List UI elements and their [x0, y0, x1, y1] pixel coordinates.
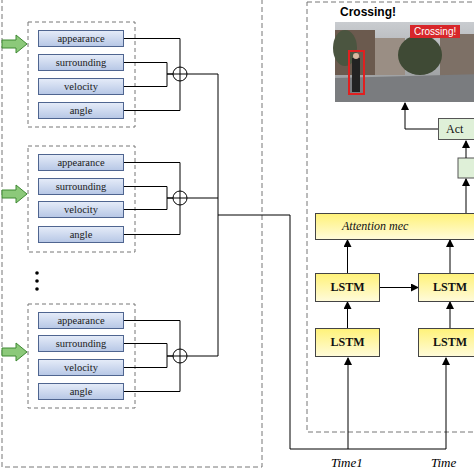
sum-circle [173, 67, 187, 81]
sum-circle [173, 349, 187, 363]
ellipsis-dot [35, 279, 39, 283]
node-text: angle [70, 229, 93, 240]
fusion-out [187, 74, 218, 75]
node-text: angle [70, 386, 93, 397]
lstm-box: LSTM [315, 328, 380, 357]
sum-cross [180, 67, 181, 81]
fusion-wire [124, 74, 173, 87]
dashed-panel [2, 0, 262, 467]
flow-arrow [380, 287, 418, 288]
input-arrow-line [348, 358, 349, 449]
input-arrow [2, 185, 27, 203]
fusion-wires [124, 39, 218, 392]
flow-arrow [450, 302, 451, 328]
input-arrow [2, 35, 27, 53]
flow-arrow [347, 240, 348, 273]
sum-cross [180, 349, 181, 363]
node-text: surrounding [56, 181, 107, 192]
node-text: appearance [57, 315, 104, 326]
feature-box: surrounding [38, 335, 124, 352]
input-arrow-line [446, 358, 447, 449]
node-text: appearance [57, 33, 104, 44]
node-text: angle [70, 105, 93, 116]
attention-band: Attention mec [315, 213, 474, 240]
feature-box: angle [38, 102, 124, 119]
lstm-box: LSTM [315, 273, 380, 302]
flow-arrow [347, 302, 348, 328]
fusion-wire [124, 205, 180, 235]
scene-image [333, 22, 474, 102]
node-text: Attention mec [342, 219, 408, 234]
node-text: LSTM [433, 335, 467, 350]
time-label: Time1 [331, 455, 363, 471]
dashed-panel [307, 2, 474, 432]
node-text: LSTM [330, 335, 364, 350]
node-text: surrounding [56, 57, 107, 68]
fusion-wire [124, 321, 180, 350]
detection-badge: Crossing! [410, 25, 460, 38]
node-text: surrounding [56, 338, 107, 349]
fusion-wire [124, 344, 173, 357]
ellipsis-dot [35, 271, 39, 275]
feature-box: velocity [38, 201, 124, 218]
fusion-out [187, 356, 218, 357]
node-text: LSTM [330, 280, 364, 295]
wire [466, 141, 467, 158]
feature-box: appearance [38, 312, 124, 329]
feature-box: velocity [38, 359, 124, 376]
action-box: Act [438, 118, 474, 140]
dashed-group [28, 22, 135, 127]
lstm-box: LSTM [418, 328, 474, 357]
node-text: Act [446, 122, 463, 137]
time-label: Time [431, 455, 456, 471]
lstm-box: LSTM [418, 273, 474, 302]
fusion-wire [124, 356, 173, 368]
feature-box: appearance [38, 154, 124, 171]
feature-box: velocity [38, 78, 124, 95]
feature-box: appearance [38, 30, 124, 47]
output-wire [405, 103, 438, 129]
dashed-group [28, 146, 135, 252]
dashed-group [28, 304, 135, 408]
fusion-wire [124, 81, 180, 111]
input-wire [218, 215, 446, 449]
ellipsis-dot [35, 287, 39, 291]
node-text: LSTM [433, 280, 467, 295]
fusion-wire [124, 198, 173, 210]
fusion-wire [124, 63, 173, 75]
input-arrow [2, 343, 27, 361]
node-text: velocity [64, 81, 98, 92]
flow-arrow [450, 240, 451, 273]
small-box [458, 158, 474, 178]
node-text: appearance [57, 157, 104, 168]
sum-cross [180, 191, 181, 205]
feature-box: surrounding [38, 54, 124, 71]
node-text: velocity [64, 362, 98, 373]
sum-circle [173, 191, 187, 205]
feature-box: angle [38, 226, 124, 243]
fusion-out [187, 198, 218, 199]
fusion-wire [124, 363, 180, 392]
feature-box: surrounding [38, 178, 124, 195]
caption-text: Crossing! [340, 5, 396, 19]
fusion-wire [124, 187, 173, 199]
node-text: velocity [64, 204, 98, 215]
wire [466, 179, 467, 213]
feature-box: angle [38, 383, 124, 400]
